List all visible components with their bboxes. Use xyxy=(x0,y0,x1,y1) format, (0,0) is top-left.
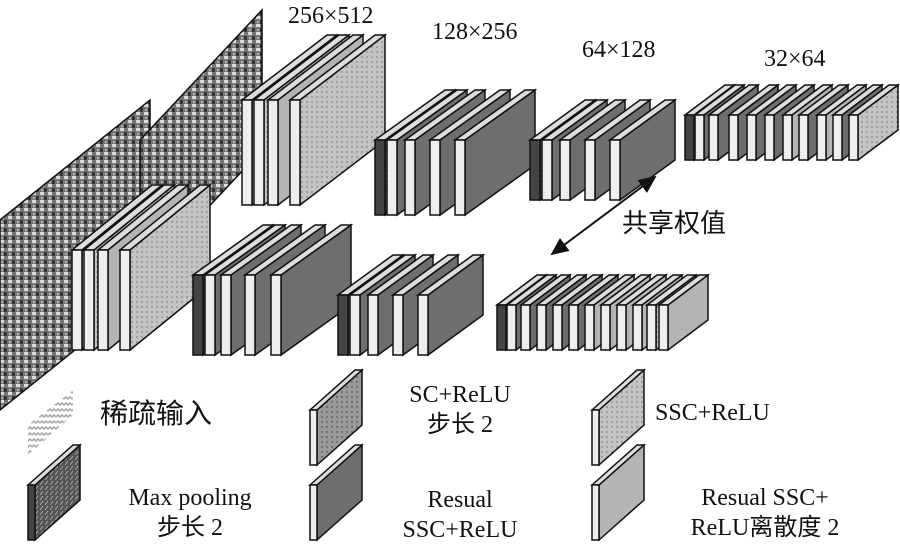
layer-g1-2-front xyxy=(404,139,416,216)
layer-g7-1-front xyxy=(506,304,517,351)
layer-g1-3-front xyxy=(429,139,441,216)
layer-g5-2-front xyxy=(220,274,232,356)
dim-label-2: 128×256 xyxy=(432,19,518,45)
layer-g1-4-front xyxy=(454,139,466,216)
legend-icon-ssc-front xyxy=(591,409,600,466)
layer-g3-7-front xyxy=(798,114,809,161)
layer-g3-8-front xyxy=(816,114,827,161)
layer-g7-9-front xyxy=(632,304,643,351)
layer-g4-1-front xyxy=(83,249,95,351)
layer-g0-3-front xyxy=(289,99,301,206)
layer-g6-3-front xyxy=(392,294,404,356)
layer-g3-4-front xyxy=(746,114,757,161)
layer-g3-1-front xyxy=(694,114,705,161)
layer-g3-3-front xyxy=(728,114,739,161)
layer-g3-5-front xyxy=(764,114,775,161)
layer-g7-3-front xyxy=(536,304,547,351)
legend-label-input: 稀疏输入 xyxy=(100,399,213,430)
dim-label-3: 64×128 xyxy=(582,37,656,63)
legend-icon-sc-front xyxy=(309,409,318,466)
layer-g5-1-front xyxy=(204,274,216,356)
layer-g7-10-front xyxy=(646,304,657,351)
layer-g7-11-front xyxy=(658,304,669,351)
layer-g7-8-front xyxy=(616,304,627,351)
layer-g7-7-front xyxy=(600,304,611,351)
layer-g5-4-front xyxy=(270,274,282,356)
layer-g0-0-front xyxy=(241,99,253,206)
layer-g4-3-front xyxy=(119,249,131,351)
layer-g6-2-front xyxy=(367,294,379,356)
layer-g2-1-front xyxy=(541,139,553,201)
layer-g3-6-front xyxy=(782,114,793,161)
layer-g1-1-front xyxy=(386,139,398,216)
layer-g7-0-front xyxy=(496,304,507,351)
layer-g4-0-front xyxy=(71,249,83,351)
layer-g2-2-front xyxy=(559,139,571,201)
dim-label-1: 256×512 xyxy=(288,3,374,29)
legend-icon-input xyxy=(28,390,73,455)
layer-g7-2-front xyxy=(520,304,531,351)
layer-g7-6-front xyxy=(584,304,595,351)
shared-weights-label: 共享权值 xyxy=(622,209,727,238)
layer-g2-3-front xyxy=(584,139,596,201)
layer-g6-1-front xyxy=(349,294,361,356)
legend-label-resualssc: Resual SSC+ReLU离散度 2 xyxy=(690,485,840,541)
layer-g5-0-front xyxy=(192,274,204,356)
layer-g3-2-front xyxy=(708,114,719,161)
layer-g7-4-front xyxy=(552,304,563,351)
layer-g5-3-front xyxy=(244,274,256,356)
layer-g0-2-front xyxy=(267,99,279,206)
layer-g0-1-front xyxy=(253,99,265,206)
layer-g6-4-front xyxy=(417,294,429,356)
legend-icon-resual-front xyxy=(309,484,318,541)
layer-g1-0-front xyxy=(374,139,386,216)
layer-g3-10-front xyxy=(848,114,859,161)
shared-weights-arrow xyxy=(550,175,657,256)
layer-g3-0-front xyxy=(684,114,695,161)
layer-g6-0-front xyxy=(337,294,349,356)
layer-g7-5-front xyxy=(568,304,579,351)
legend-label-ssc: SSC+ReLU xyxy=(655,400,770,426)
legend-icon-maxpool-front xyxy=(27,484,36,541)
dim-label-4: 32×64 xyxy=(764,46,826,72)
layer-g2-0-front xyxy=(529,139,541,201)
layer-g3-9-front xyxy=(832,114,843,161)
layer-g4-2-front xyxy=(97,249,109,351)
layer-g2-4-front xyxy=(609,139,621,201)
legend-icon-resualssc-front xyxy=(591,484,600,541)
